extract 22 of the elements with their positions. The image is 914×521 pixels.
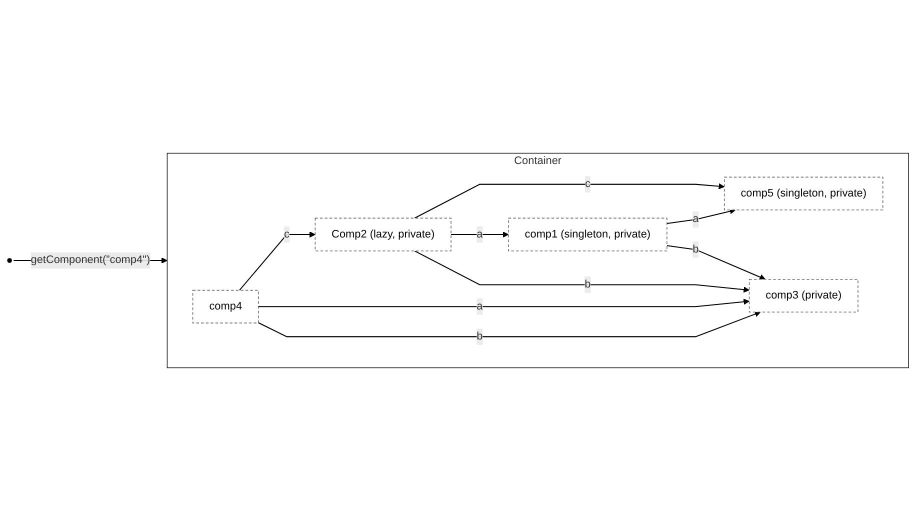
node-box: Comp2 (lazy, private) xyxy=(314,218,452,252)
node-box: comp1 (singleton, private) xyxy=(508,218,668,252)
edge-label: c xyxy=(284,228,290,240)
arrow xyxy=(666,208,736,224)
edge-label: b xyxy=(584,278,591,290)
arrow xyxy=(258,298,750,308)
edge-label: c xyxy=(584,178,590,190)
arrow xyxy=(258,311,761,338)
arrow xyxy=(414,183,725,219)
edge-label: a xyxy=(692,213,699,225)
edge-label: a xyxy=(476,300,483,312)
edge-label: a xyxy=(476,228,483,240)
arrow xyxy=(666,245,766,280)
node-box: comp3 (private) xyxy=(748,278,858,312)
edge-label: b xyxy=(692,243,699,256)
arrow xyxy=(414,250,750,293)
node-box: comp5 (singleton, private) xyxy=(724,176,884,210)
arrow xyxy=(239,232,316,291)
edge-label: getComponent(”comp4") xyxy=(30,254,150,266)
arrow xyxy=(451,232,509,238)
edge-label: b xyxy=(476,330,483,342)
node-box: comp4 xyxy=(192,290,259,324)
